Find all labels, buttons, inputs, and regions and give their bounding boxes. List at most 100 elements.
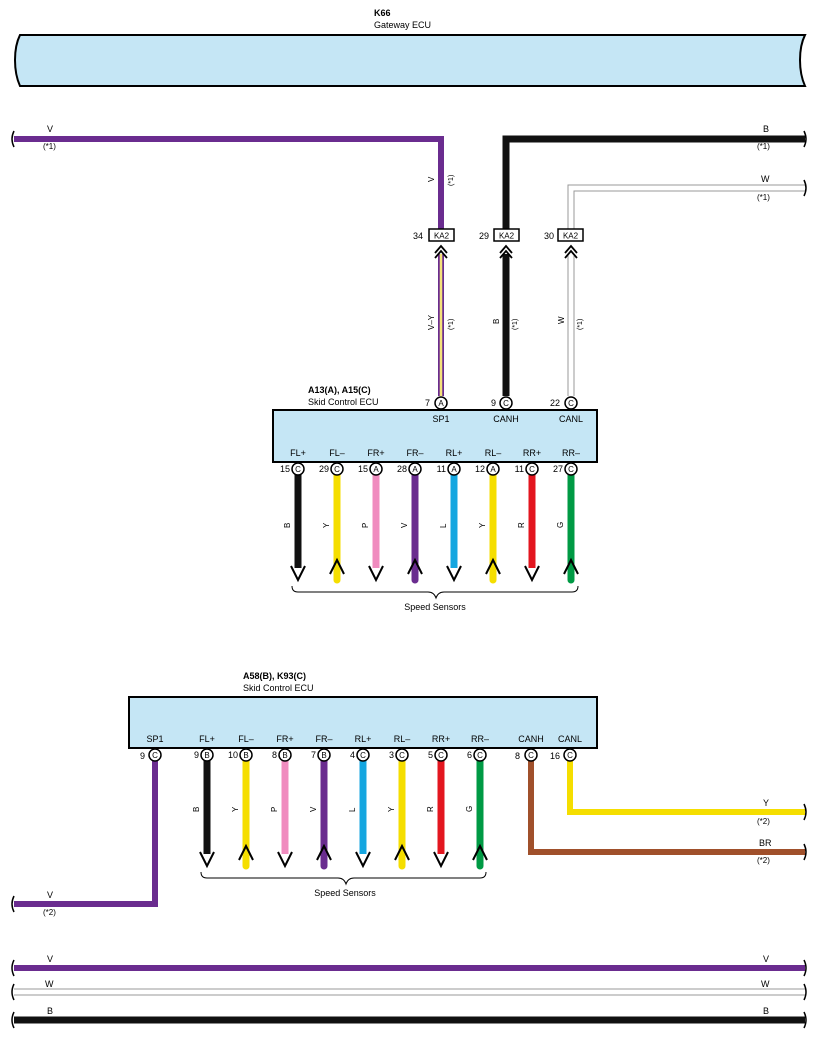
pin-circle (524, 748, 538, 762)
ecu2-canh-wire (528, 761, 805, 855)
bus-b-label-right: B (763, 1006, 769, 1016)
pin-circle (564, 396, 578, 410)
wire-color-label: G (465, 806, 474, 812)
pin-conn: C (567, 751, 573, 760)
pin-number: 5 (428, 750, 433, 760)
pin-conn: C (295, 465, 301, 474)
pin-number: 7 (425, 398, 430, 408)
ecu2-canh-note: (*2) (757, 856, 770, 865)
pin-conn: C (152, 751, 158, 760)
pin-label: CANH (493, 414, 519, 424)
wire-color-label: L (348, 807, 357, 812)
wire-color-label: Y (478, 522, 487, 528)
lower-b-note: (*1) (512, 319, 519, 330)
pin-conn: C (568, 399, 574, 408)
pin-number: 11 (515, 464, 524, 474)
pin-conn: C (528, 751, 534, 760)
pin-circle (330, 462, 344, 476)
pin-label: RR– (562, 448, 580, 458)
pin-number: 3 (389, 750, 394, 760)
pin-circle (278, 748, 292, 762)
ecu2-sp1-note: (*2) (43, 908, 56, 917)
pin-circle (408, 462, 422, 476)
ecu2-canl-wire (567, 761, 805, 815)
pin-number: 6 (467, 750, 472, 760)
pin-label: FR– (406, 448, 423, 458)
top-b-label: B (763, 124, 769, 134)
pin-conn: B (282, 751, 287, 760)
lower-vy-note: (*1) (448, 319, 455, 330)
lower-b-label: B (492, 319, 501, 324)
ka2-pin-29: 29 (479, 231, 489, 241)
arrow-down-icon (355, 851, 371, 869)
pin-conn: A (451, 465, 457, 474)
lower-w-note: (*1) (577, 319, 584, 330)
arrow-down-icon (290, 565, 306, 583)
pin-label: RR+ (432, 734, 450, 744)
wire-color-label: Y (322, 522, 331, 528)
pin-conn: C (438, 751, 444, 760)
bus-right-breaks (803, 959, 807, 1029)
arrow-down-icon (524, 565, 540, 583)
pin-conn: C (529, 465, 535, 474)
arrow-up-icon (563, 557, 579, 575)
bus-w-label-left: W (45, 979, 54, 989)
top-w-wire-outline (567, 184, 805, 230)
pin-label: CANH (518, 734, 544, 744)
arrow-up-icon (238, 843, 254, 861)
wire-color-label: P (270, 807, 279, 812)
pin-conn: C (399, 751, 405, 760)
wire-color-label: P (361, 523, 370, 528)
bus-b-label-left: B (47, 1006, 53, 1016)
pin-circle (356, 748, 370, 762)
arrow-down-icon (277, 851, 293, 869)
arrow-down-icon (433, 851, 449, 869)
bus-left-breaks (11, 959, 15, 1029)
ecu1-sensors-label: Speed Sensors (404, 602, 466, 612)
upper-v-label: V (427, 176, 436, 182)
wire-color-label: Y (231, 806, 240, 812)
pin-number: 22 (550, 398, 560, 408)
pin-label: CANL (559, 414, 583, 424)
ecu1-name: Skid Control ECU (308, 397, 379, 407)
pin-number: 10 (228, 750, 238, 760)
pin-circle (291, 462, 305, 476)
top-v-wire-break (11, 130, 15, 148)
wire-color-label: L (439, 523, 448, 528)
wire-color-label: R (426, 806, 435, 812)
bottom-bus: V V W W B B (11, 954, 807, 1029)
gateway-code: K66 (374, 8, 391, 18)
pin-label: FL+ (199, 734, 215, 744)
lower-w-label: W (557, 316, 566, 324)
pin-number: 27 (553, 464, 563, 474)
pin-label: FL– (329, 448, 345, 458)
pin-label: SP1 (432, 414, 449, 424)
wire-color-label: Y (387, 806, 396, 812)
pin-circle (200, 748, 214, 762)
pin-label: RL+ (355, 734, 372, 744)
ka2-connector-34: 34 KA2 (413, 228, 455, 242)
ecu1-code: A13(A), A15(C) (308, 385, 371, 395)
ecu2-pin-canh: CANH 8 C (515, 734, 544, 762)
pin-number: 4 (350, 750, 355, 760)
gateway-ecu-box (13, 34, 807, 87)
top-w-label: W (761, 174, 770, 184)
pin-label: FR+ (367, 448, 384, 458)
ka2-name: KA2 (499, 232, 515, 241)
top-v-label: V (47, 124, 53, 134)
pin-label: RR– (471, 734, 489, 744)
pin-number: 9 (140, 751, 145, 761)
ecu2-sp1-wire (14, 761, 158, 907)
pin-conn: B (204, 751, 209, 760)
arrow-down-icon (446, 565, 462, 583)
ecu1-sensors-brace (291, 585, 579, 600)
top-w-wire (568, 185, 805, 230)
pin-circle (499, 396, 513, 410)
